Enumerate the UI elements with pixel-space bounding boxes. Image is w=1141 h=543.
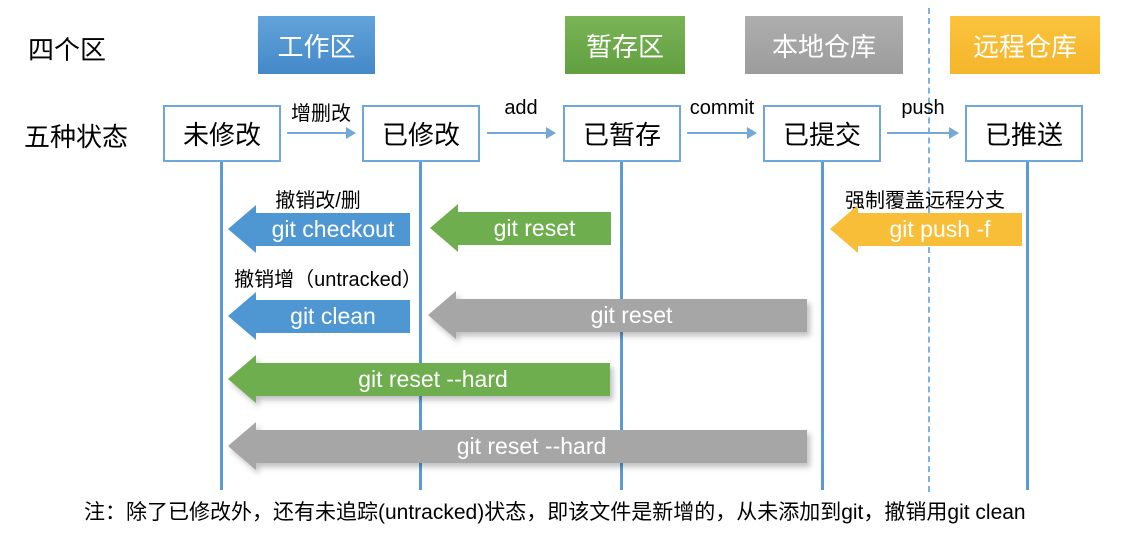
annotation-undo-modify: 撤销改/删 (275, 190, 361, 212)
state-box-modified: 已修改 (362, 105, 480, 162)
arrow-head-left-icon (830, 205, 858, 253)
area-box-remote-repo: 远程仓库 (950, 16, 1100, 74)
arrow-head-left-icon (228, 422, 256, 470)
transition-arrow-add-icon (487, 127, 556, 139)
lifeline-unmodified (220, 162, 223, 490)
footnote: 注：除了已修改外，还有未追踪(untracked)状态，即该文件是新增的，从未添… (84, 501, 1026, 524)
state-box-staged: 已暂存 (563, 105, 681, 162)
legend-areas-label: 四个区 (28, 35, 107, 65)
lifeline-committed (821, 162, 824, 490)
legend-states-label: 五种状态 (24, 122, 129, 152)
area-box-staging: 暂存区 (565, 16, 685, 74)
command-arrow-git-reset-committed: git reset (428, 291, 807, 339)
transition-label-push: push (901, 97, 945, 119)
command-arrow-git-reset-staged: git reset (430, 204, 611, 252)
lifeline-pushed (1026, 162, 1029, 490)
command-label: git reset --hard (358, 365, 508, 392)
transition-label-commit: commit (689, 97, 755, 119)
arrow-head-left-icon (430, 204, 458, 252)
command-arrow-git-checkout: git checkout (228, 205, 410, 253)
local-remote-divider-line (928, 8, 930, 492)
arrow-head-left-icon (228, 355, 256, 403)
state-box-pushed: 已推送 (965, 105, 1083, 162)
command-label: git push -f (889, 215, 991, 242)
arrow-head-left-icon (228, 292, 256, 340)
state-box-unmodified: 未修改 (163, 105, 281, 162)
annotation-undo-untracked: 撤销增（untracked） (234, 269, 422, 291)
state-box-committed: 已提交 (763, 105, 881, 162)
area-box-local-repo: 本地仓库 (745, 16, 903, 74)
transition-arrow-modify-icon (287, 127, 356, 139)
command-label: git reset --hard (456, 432, 607, 459)
command-arrow-git-push-f: git push -f (830, 205, 1022, 253)
lifeline-modified (419, 162, 422, 490)
transition-label-modify: 增删改 (291, 103, 351, 125)
command-arrow-git-reset-hard-committed: git reset --hard (228, 422, 807, 470)
command-label: git clean (290, 302, 376, 329)
transition-arrow-push-icon (887, 127, 959, 139)
area-box-workspace: 工作区 (258, 16, 375, 74)
annotation-force-push: 强制覆盖远程分支 (845, 190, 1005, 212)
command-label: git reset (493, 214, 576, 241)
command-label: git checkout (271, 215, 395, 242)
arrow-head-left-icon (428, 291, 456, 339)
command-arrow-git-clean: git clean (228, 292, 410, 340)
command-arrow-git-reset-hard-staged: git reset --hard (228, 355, 610, 403)
command-label: git reset (590, 301, 673, 328)
arrow-head-left-icon (228, 205, 256, 253)
transition-label-add: add (504, 97, 538, 119)
transition-arrow-commit-icon (687, 127, 757, 139)
